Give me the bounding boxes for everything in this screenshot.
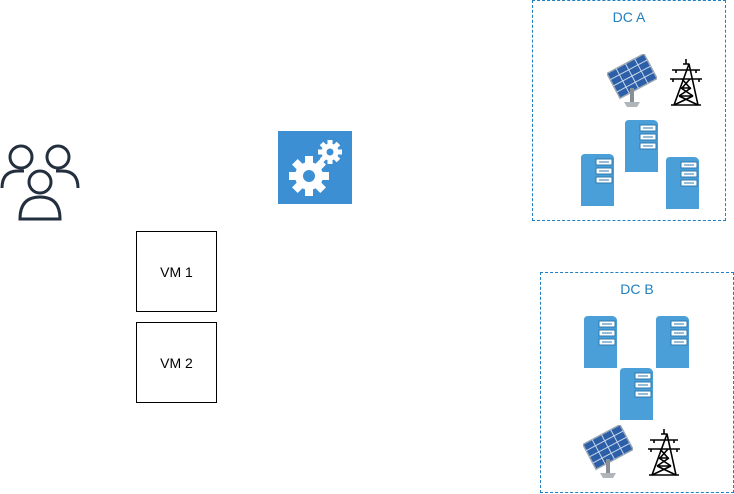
power-tower-icon <box>646 428 682 476</box>
server-icon <box>620 368 654 420</box>
vm-2-label: VM 2 <box>160 354 193 371</box>
server-icon <box>584 316 618 368</box>
solar-panel-icon <box>607 54 657 108</box>
solar-panel-icon <box>583 425 633 479</box>
datacenter-b-label: DC B <box>620 281 654 297</box>
datacenter-a-label: DC A <box>612 9 646 25</box>
server-icon <box>625 120 659 172</box>
datacenter-b[interactable]: DC B <box>540 272 734 493</box>
power-tower-icon <box>668 58 704 106</box>
server-icon <box>656 316 690 368</box>
datacenter-a[interactable]: DC A <box>532 0 726 221</box>
server-icon <box>581 154 615 206</box>
gears-icon <box>278 131 352 204</box>
vm-1-box[interactable]: VM 1 <box>136 231 217 312</box>
server-icon <box>666 157 700 209</box>
users-group-icon <box>0 142 80 222</box>
vm-2-box[interactable]: VM 2 <box>136 322 217 403</box>
vm-1-label: VM 1 <box>160 263 193 280</box>
